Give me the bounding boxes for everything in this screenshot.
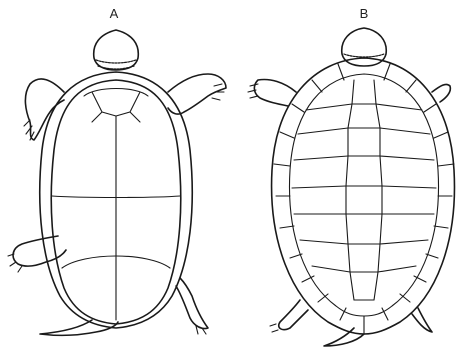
panel-b-rear-right-limb	[412, 308, 432, 332]
panel-b-neck-line	[344, 54, 384, 57]
panel-b-vertebral-left	[346, 80, 354, 300]
panel-b-costal-seams-left	[292, 104, 352, 272]
panel-b-carapace-outline	[272, 58, 455, 334]
panel-b-front-left-limb	[254, 80, 296, 107]
panel-a-front-left-claws	[24, 120, 34, 140]
panel-a-rear-left-limb	[13, 236, 66, 266]
panel-b-rear-left-claws	[270, 324, 278, 332]
panel-a-rear-right-limb	[176, 278, 208, 329]
panel-a-head	[94, 30, 139, 70]
panel-b-front-left-claws	[248, 84, 258, 98]
panel-a-label: A	[110, 6, 119, 21]
panel-b-vertebral-seams	[346, 104, 382, 300]
panel-b-label: B	[360, 6, 369, 21]
panel-b-costal-seams-right	[376, 104, 436, 272]
panel-b-vertebral-right	[374, 80, 382, 300]
panel-a-neck-line	[96, 60, 136, 63]
panel-b-rear-left-limb	[279, 300, 308, 330]
panel-b-marginal-ring	[289, 74, 438, 316]
panel-b-carapace: B	[248, 6, 454, 346]
panel-a-plastron: A	[8, 6, 226, 335]
panel-a-rear-left-claws	[8, 254, 22, 272]
